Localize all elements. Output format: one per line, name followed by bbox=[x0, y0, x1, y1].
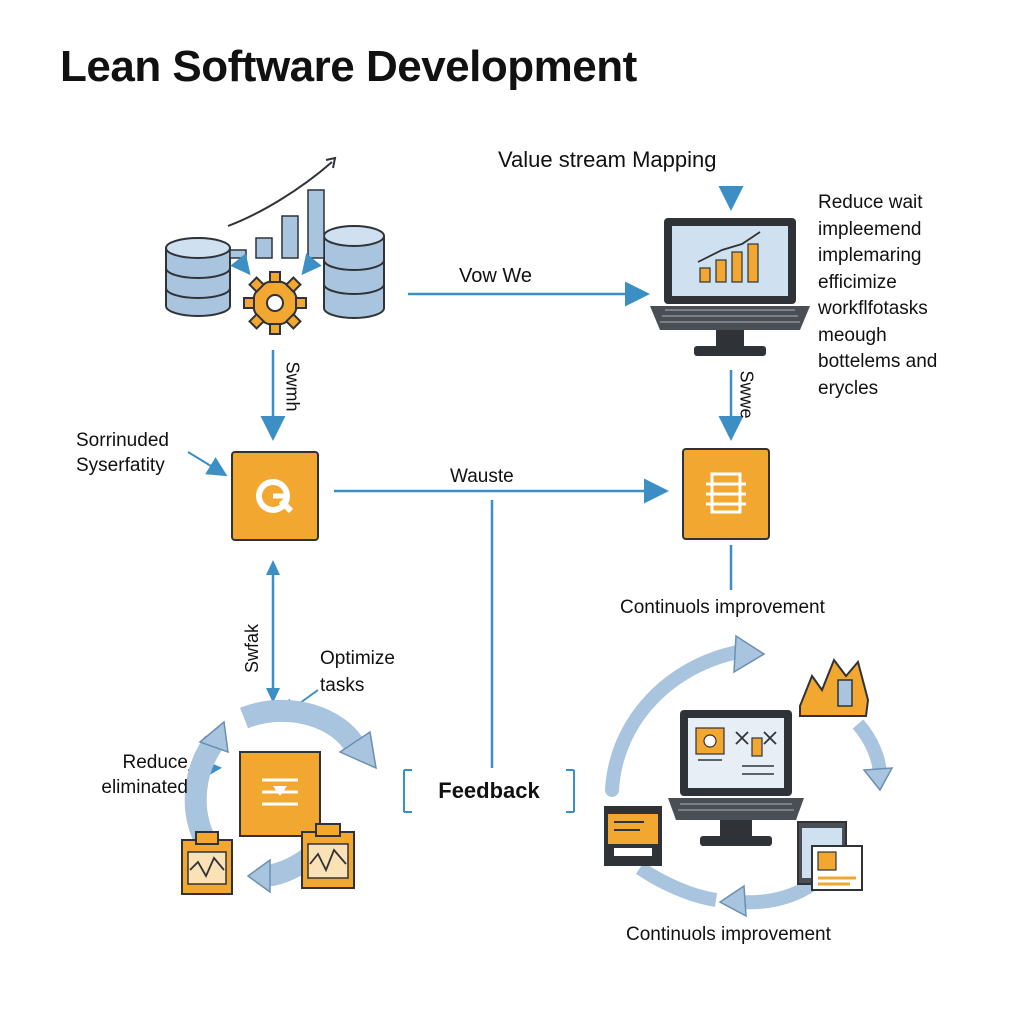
bar-chart-icon bbox=[227, 156, 337, 276]
factory-icon bbox=[799, 657, 870, 717]
swwe-label: Swwe bbox=[736, 370, 757, 419]
swmh-label: Swmh bbox=[282, 361, 303, 412]
browser-window-icon bbox=[604, 806, 662, 866]
clipboard-icon bbox=[181, 831, 233, 895]
document-icon bbox=[797, 821, 863, 891]
search-icon bbox=[256, 479, 294, 514]
document-box bbox=[682, 448, 770, 540]
database-icon bbox=[323, 225, 385, 319]
reduce-eliminated-label: Reduce eliminated bbox=[101, 752, 188, 798]
continuous-improvement-mid-label: Continuols improvement bbox=[620, 597, 825, 618]
feedback-label: Feedback bbox=[438, 778, 540, 803]
laptop-icon bbox=[668, 710, 804, 846]
search-box bbox=[231, 451, 319, 541]
page-title: Lean Software Development bbox=[60, 42, 637, 91]
value-stream-mapping-label: Value stream Mapping bbox=[498, 147, 717, 172]
laptop-icon bbox=[650, 218, 810, 356]
continuous-improvement-bottom-label: Continuols improvement bbox=[626, 924, 831, 945]
document-icon bbox=[239, 751, 321, 837]
database-icon bbox=[165, 237, 231, 317]
wauste-label: Wauste bbox=[450, 466, 514, 487]
clipboard-icon bbox=[301, 823, 355, 889]
vow-we-label: Vow We bbox=[459, 265, 532, 287]
sorrinuded-label: Sorrinuded Syserfatity bbox=[76, 430, 169, 476]
swfak-label: Swfak bbox=[242, 623, 263, 674]
pointer-sorrinuded bbox=[187, 451, 228, 477]
gear-icon bbox=[243, 271, 307, 335]
reduce-wait-notes: Reduce wait impleemend implemaring effic… bbox=[818, 192, 938, 399]
optimize-tasks-label: Optimize tasks bbox=[320, 648, 395, 696]
document-icon bbox=[706, 472, 746, 514]
